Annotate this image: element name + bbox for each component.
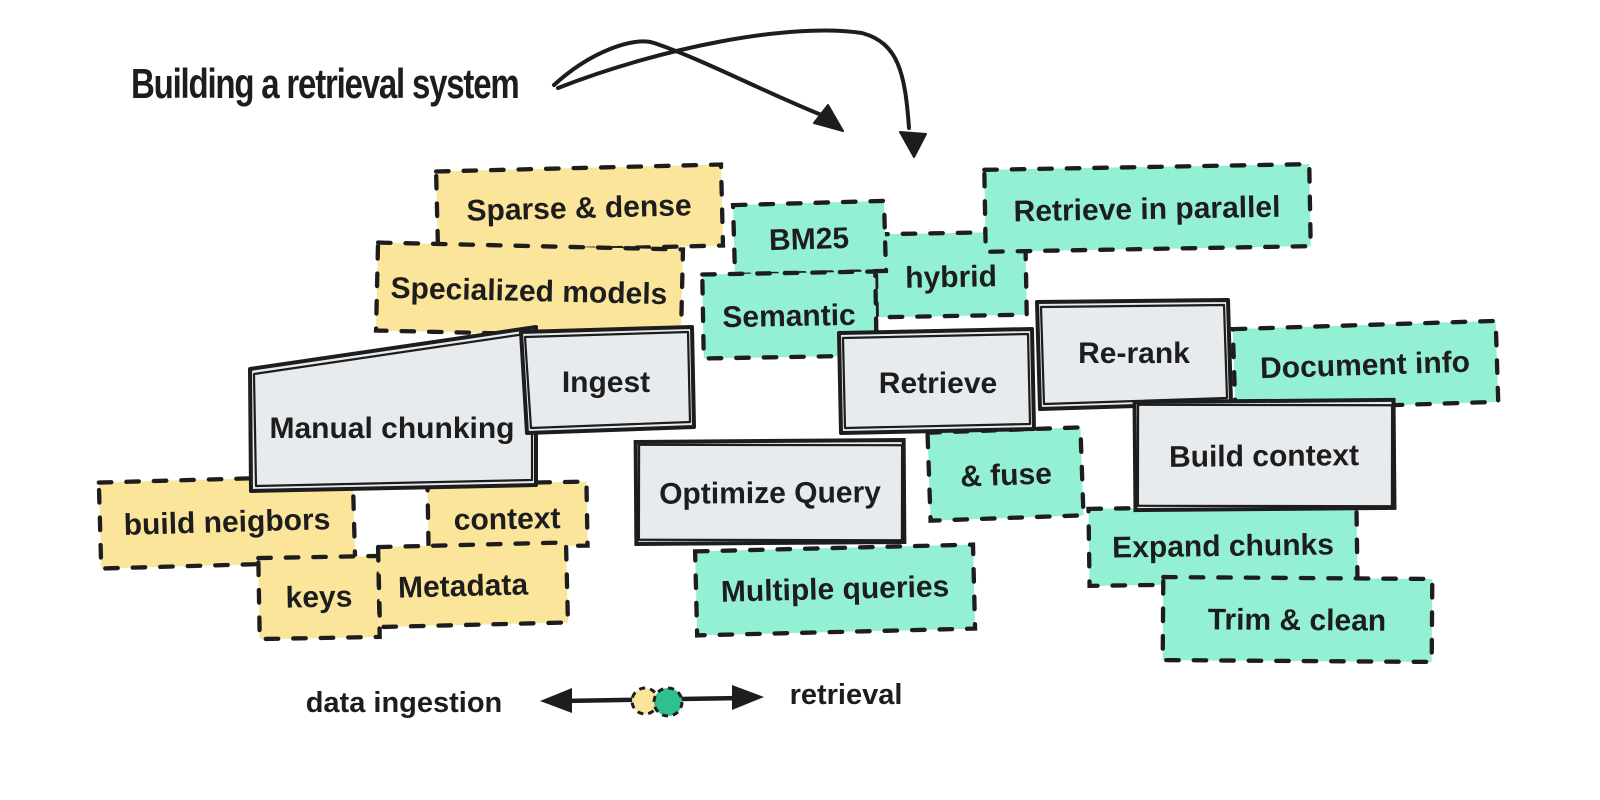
svg-text:BM25: BM25 bbox=[769, 222, 850, 257]
svg-text:Semantic: Semantic bbox=[722, 299, 856, 334]
svg-text:Retrieve: Retrieve bbox=[879, 367, 997, 400]
svg-text:Sparse & dense: Sparse & dense bbox=[466, 189, 692, 227]
svg-text:Trim & clean: Trim & clean bbox=[1208, 603, 1387, 637]
svg-text:retrieval: retrieval bbox=[790, 679, 903, 711]
svg-text:keys: keys bbox=[285, 580, 352, 614]
svg-text:Document info: Document info bbox=[1260, 346, 1471, 386]
svg-text:& fuse: & fuse bbox=[960, 457, 1053, 493]
svg-text:Build context: Build context bbox=[1169, 439, 1359, 474]
svg-text:build neigbors: build neigbors bbox=[123, 503, 331, 542]
svg-text:Metadata: Metadata bbox=[398, 568, 529, 604]
svg-text:Multiple queries: Multiple queries bbox=[721, 570, 950, 609]
svg-text:Optimize Query: Optimize Query bbox=[659, 476, 881, 511]
svg-text:hybrid: hybrid bbox=[905, 260, 997, 295]
svg-text:context: context bbox=[453, 502, 560, 537]
svg-text:Retrieve in parallel: Retrieve in parallel bbox=[1013, 191, 1280, 229]
svg-text:Expand chunks: Expand chunks bbox=[1112, 528, 1334, 564]
svg-text:Manual chunking: Manual chunking bbox=[269, 412, 514, 445]
svg-text:Ingest: Ingest bbox=[562, 366, 650, 399]
svg-text:Building a retrieval system: Building a retrieval system bbox=[131, 60, 518, 106]
svg-text:Specialized models: Specialized models bbox=[390, 272, 667, 311]
svg-text:Re-rank: Re-rank bbox=[1078, 337, 1190, 370]
svg-text:data ingestion: data ingestion bbox=[306, 687, 503, 719]
